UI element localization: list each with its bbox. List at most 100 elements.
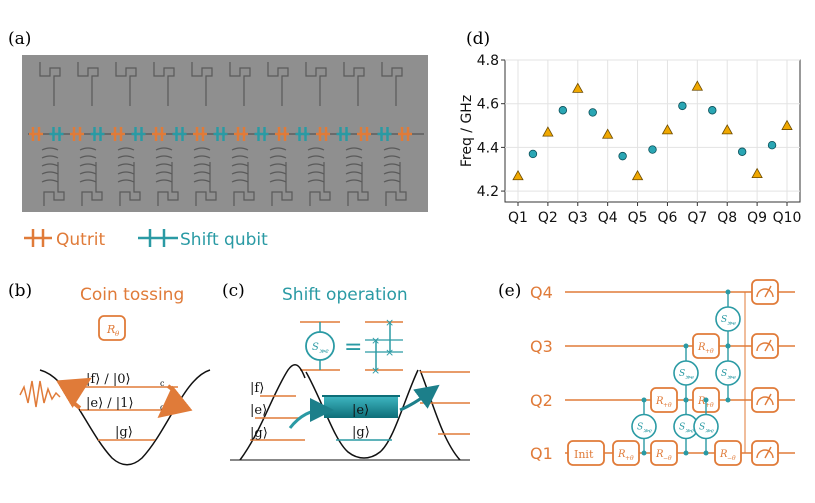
- qutrit-legend-icon: [24, 229, 52, 247]
- svg-text:S: S: [637, 423, 643, 433]
- shift-gate: S≫e: [631, 397, 657, 456]
- svg-text:≫e: ≫e: [319, 348, 329, 355]
- shift-arrow-in: [288, 398, 334, 429]
- svg-text:|g⟩: |g⟩: [250, 426, 268, 441]
- legend-qutrit: Qutrit: [24, 229, 106, 250]
- svg-text:=: =: [344, 335, 362, 360]
- measurement-icon: [751, 279, 779, 305]
- wire-label-q3: Q3: [530, 337, 553, 356]
- r-plus-theta-gate: R+θ: [650, 387, 678, 413]
- svg-text:|f⟩: |f⟩: [250, 381, 264, 396]
- legend-qutrit-label: Qutrit: [56, 230, 106, 250]
- svg-text:R: R: [697, 342, 706, 353]
- x-tick-label: Q9: [747, 210, 767, 226]
- x-tick-label: Q4: [598, 210, 618, 226]
- x-tick-label: Q7: [687, 210, 707, 226]
- panel-e-label: (e): [498, 281, 521, 301]
- shift-gate: S≫e: [715, 343, 741, 403]
- svg-text:≫e: ≫e: [727, 375, 737, 381]
- shift-qubit-freq-point: [588, 108, 597, 117]
- x-tick-label: Q2: [538, 210, 558, 226]
- qutrit-freq-point: [661, 124, 674, 135]
- wire-label-q1: Q1: [530, 444, 553, 463]
- svg-text:+θ: +θ: [625, 455, 634, 462]
- svg-text:≫e: ≫e: [685, 375, 695, 381]
- svg-text:|f⟩ / |0⟩: |f⟩ / |0⟩: [86, 372, 131, 387]
- svg-text:−θ: −θ: [727, 455, 736, 462]
- x-tick-label: Q10: [773, 210, 802, 226]
- legend-shift-qubit: Shift qubit: [138, 229, 268, 250]
- svg-text:≫e: ≫e: [727, 321, 737, 327]
- svg-text:S: S: [679, 423, 685, 433]
- svg-text:−θ: −θ: [663, 455, 672, 462]
- wire-label-q2: Q2: [530, 391, 553, 410]
- transition-arrow-left: [56, 377, 92, 410]
- svg-text:|g⟩: |g⟩: [352, 425, 370, 440]
- panel-d-label: (d): [466, 29, 490, 49]
- svg-text:c: c: [160, 379, 165, 388]
- y-tick-label: 4.4: [477, 140, 499, 156]
- transition-arrow-right: [157, 384, 193, 418]
- svg-text:×: ×: [371, 364, 380, 377]
- svg-text:R: R: [617, 449, 626, 460]
- qutrit-freq-point: [781, 119, 793, 130]
- svg-text:R: R: [719, 449, 728, 460]
- measurement-icon: [751, 440, 779, 466]
- svg-text:+θ: +θ: [663, 402, 672, 409]
- svg-text:R: R: [106, 323, 115, 336]
- r-theta-gate: R θ: [98, 315, 126, 341]
- shift-gate-equivalence: S ≫e = × × × ×: [300, 316, 403, 377]
- wire-label-q4: Q4: [530, 283, 553, 302]
- svg-text:×: ×: [385, 346, 394, 359]
- svg-text:S: S: [721, 369, 727, 379]
- x-tick-label: Q5: [628, 210, 648, 226]
- svg-text:+θ: +θ: [705, 402, 714, 409]
- r-plus-theta-gate: R+θ: [612, 440, 640, 466]
- init-gate: Init: [567, 440, 605, 466]
- shift-qubit-freq-point: [737, 147, 747, 156]
- svg-text:R: R: [655, 449, 664, 460]
- svg-text:R: R: [697, 396, 706, 407]
- r-minus-theta-gate: R−θ: [714, 440, 742, 466]
- qutrit-freq-point: [512, 169, 524, 181]
- qutrit-freq-point: [751, 167, 763, 178]
- qutrit-freq-point: [631, 169, 644, 181]
- qutrit-freq-point: [601, 128, 614, 139]
- qutrit-potential-well: |f⟩ / |0⟩ c |e⟩ / |1⟩ c |g⟩: [19, 369, 211, 466]
- svg-text:×: ×: [385, 316, 394, 329]
- coin-tossing-title: Coin tossing: [80, 285, 184, 305]
- svg-text:R: R: [655, 396, 664, 407]
- measurement-icon: [751, 333, 779, 359]
- shift-gate-symbol: [305, 331, 335, 361]
- panel-c-label: (c): [222, 281, 245, 301]
- shift-qubit-freq-point: [708, 106, 717, 115]
- svg-text:|e⟩: |e⟩: [250, 403, 267, 418]
- svg-text:S: S: [721, 315, 727, 325]
- svg-text:≫e: ≫e: [643, 429, 653, 435]
- r-minus-theta-gate: R−θ: [650, 440, 678, 466]
- shift-potential-wells: |f⟩ |e⟩ |g⟩ |e⟩ |g⟩: [230, 363, 470, 461]
- svg-text:≫e: ≫e: [685, 429, 695, 435]
- chart-ylabel: Freq / GHz: [459, 95, 475, 167]
- shift-qubit-freq-point: [618, 151, 627, 161]
- svg-text:S: S: [679, 369, 685, 379]
- shift-qubit-freq-point: [558, 106, 568, 115]
- svg-text:×: ×: [371, 334, 380, 347]
- svg-text:≫e: ≫e: [705, 429, 715, 435]
- svg-text:c: c: [160, 403, 165, 412]
- panel-a-label: (a): [8, 29, 31, 49]
- shift-qubit-legend-icon: [138, 229, 178, 247]
- shift-operation-title: Shift operation: [282, 285, 408, 305]
- measurement-icon: [751, 387, 779, 413]
- svg-text:|e⟩ / |1⟩: |e⟩ / |1⟩: [86, 396, 134, 411]
- svg-text:+θ: +θ: [705, 348, 714, 355]
- x-tick-label: Q3: [568, 210, 588, 226]
- shift-qubit-freq-point: [678, 101, 687, 111]
- microwave-pulse-icon: [19, 380, 61, 408]
- x-tick-label: Q1: [508, 210, 528, 226]
- shift-qubit-freq-point: [648, 145, 657, 154]
- svg-text:Init: Init: [574, 448, 594, 461]
